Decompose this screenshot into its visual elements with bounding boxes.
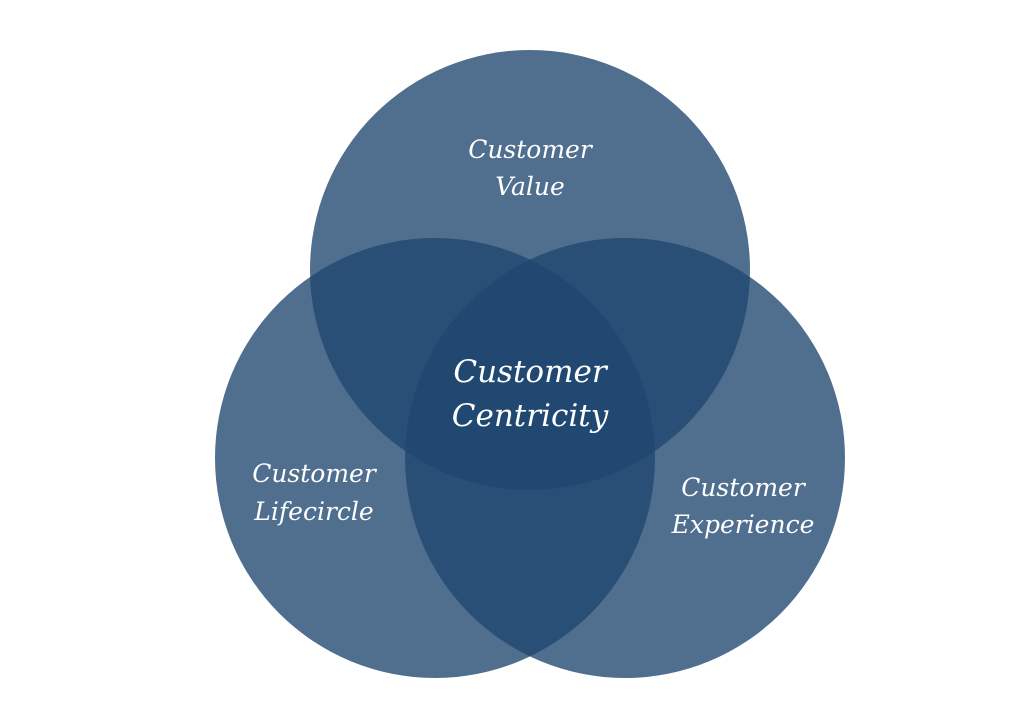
label-experience-line1: Customer	[681, 473, 807, 502]
label-center-line1: Customer	[453, 354, 608, 390]
label-lifecircle-line2: Lifecircle	[253, 497, 373, 526]
label-center-line2: Centricity	[452, 398, 609, 434]
label-experience-line2: Experience	[671, 510, 815, 539]
label-value-line1: Customer	[468, 135, 594, 164]
label-lifecircle-line1: Customer	[252, 459, 378, 488]
label-value-line2: Value	[495, 172, 565, 201]
circle-customer-experience	[405, 238, 845, 678]
